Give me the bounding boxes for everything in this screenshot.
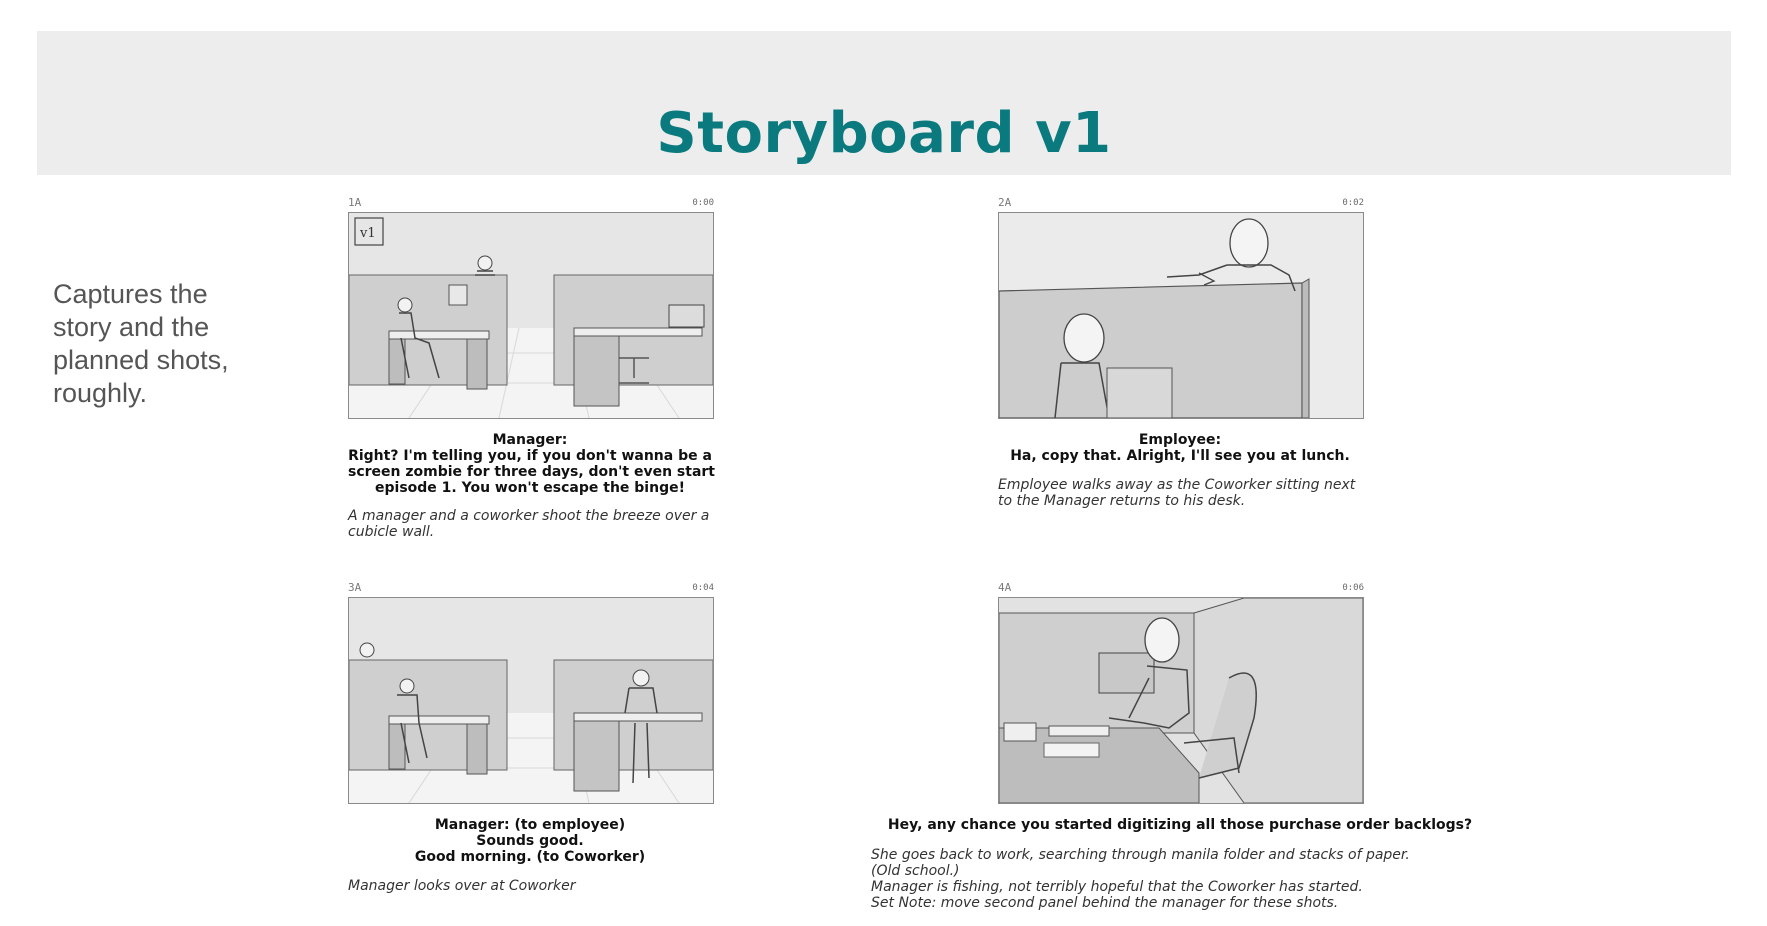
panel-id: 1A — [348, 196, 362, 209]
office-sketch-image — [999, 598, 1363, 803]
panel-dialogue: Employee: Ha, copy that. Alright, I'll s… — [998, 432, 1362, 464]
panel-dialogue: Manager: (to employee) Sounds good. Good… — [348, 817, 712, 865]
sketch-note: v1 — [359, 226, 376, 241]
panel-frame — [998, 597, 1364, 804]
panel-id: 4A — [998, 581, 1012, 594]
dialogue-line: Sounds good. — [476, 833, 584, 849]
panel-timecode: 0:02 — [1342, 198, 1364, 208]
office-sketch-image — [999, 213, 1363, 418]
panel-timecode: 0:00 — [692, 198, 714, 208]
dialogue-line: Manager: — [492, 432, 568, 448]
description-line: cubicle wall. — [348, 524, 435, 540]
panel-description: She goes back to work, searching through… — [871, 847, 1410, 911]
dialogue-line: Right? I'm telling you, if you don't wan… — [348, 448, 712, 464]
dialogue-line: Employee: — [1138, 432, 1222, 448]
dialogue-line: screen zombie for three days, don't even… — [348, 464, 716, 480]
description-line: Manager is fishing, not terribly hopeful… — [871, 879, 1363, 895]
panel-id: 3A — [348, 581, 362, 594]
description-line: (Old school.) — [871, 863, 960, 879]
description-line: Employee walks away as the Coworker sitt… — [998, 477, 1356, 493]
panel-dialogue: Hey, any chance you started digitizing a… — [868, 817, 1492, 833]
side-note-line: Captures the — [53, 279, 208, 309]
panel-frame — [998, 212, 1364, 419]
panel-description: Employee walks away as the Coworker sitt… — [998, 477, 1355, 509]
storyboard-panel-2a: 2A 0:02 Employee: Ha, copy that. Alright… — [998, 196, 1364, 516]
panel-timecode: 0:04 — [692, 583, 714, 593]
office-sketch-image: v1 — [349, 213, 713, 418]
side-note: Captures the story and the planned shots… — [53, 278, 283, 410]
dialogue-line: Ha, copy that. Alright, I'll see you at … — [1010, 448, 1350, 464]
side-note-line: roughly. — [53, 378, 148, 408]
office-sketch-image — [349, 598, 713, 803]
storyboard-panel-3a: 3A 0:04 Manager: (to employee) S — [348, 581, 714, 901]
description-line: She goes back to work, searching through… — [871, 847, 1410, 863]
description-line: Set Note: move second panel behind the m… — [871, 895, 1339, 911]
storyboard-panel-4a: 4A 0:06 Hey, any chance you started digi… — [871, 581, 1472, 911]
description-line: to the Manager returns to his desk. — [998, 493, 1246, 509]
panel-description: Manager looks over at Coworker — [348, 878, 575, 894]
side-note-line: story and the — [53, 312, 210, 342]
panel-dialogue: Manager: Right? I'm telling you, if you … — [348, 432, 716, 496]
panel-frame: v1 — [348, 212, 714, 419]
dialogue-line: Hey, any chance you started digitizing a… — [887, 817, 1473, 833]
description-line: Manager looks over at Coworker — [348, 878, 576, 894]
dialogue-line: episode 1. You won't escape the binge! — [375, 480, 685, 496]
dialogue-line: Manager: (to employee) — [434, 817, 626, 833]
storyboard-panel-1a: 1A 0:00 v1 — [348, 196, 716, 540]
side-note-line: planned shots, — [53, 345, 229, 375]
panel-timecode: 0:06 — [1342, 583, 1364, 593]
panel-id: 2A — [998, 196, 1012, 209]
page-title: Storyboard v1 — [656, 101, 1112, 166]
dialogue-line: Good morning. (to Coworker) — [414, 849, 646, 865]
header-banner: Storyboard v1 — [37, 31, 1731, 175]
description-line: A manager and a coworker shoot the breez… — [348, 508, 710, 524]
panel-frame — [348, 597, 714, 804]
panel-description: A manager and a coworker shoot the breez… — [348, 508, 709, 540]
